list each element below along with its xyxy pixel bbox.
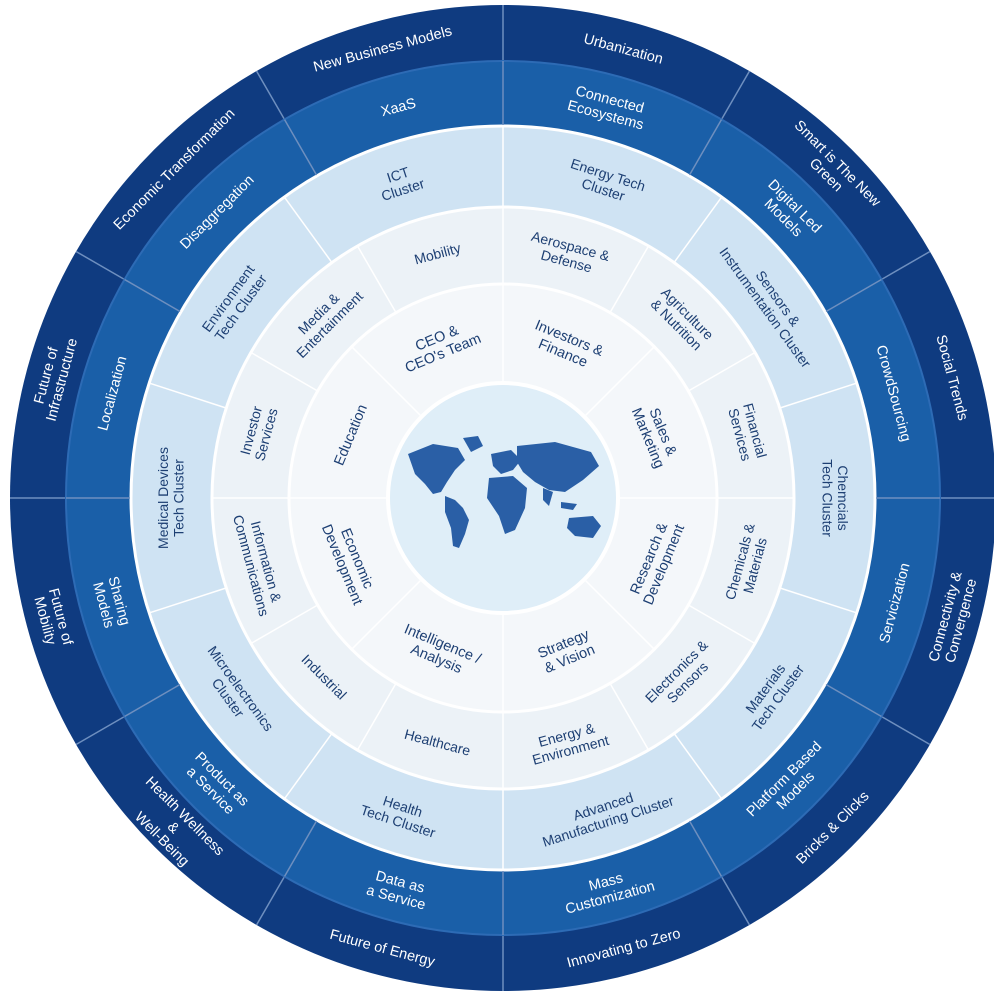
continent-shape	[543, 488, 553, 506]
continent-shape	[517, 442, 599, 492]
segment-divider	[255, 70, 285, 120]
segment-divider	[674, 196, 723, 263]
segment-divider	[255, 876, 285, 926]
segment-divider	[721, 70, 751, 120]
clusters-label: ChemcialsTech Cluster	[819, 459, 851, 537]
segment-divider	[674, 733, 723, 800]
segment-divider	[881, 716, 931, 746]
segment-divider	[148, 382, 226, 409]
segment-dividers	[10, 5, 994, 991]
segment-divider	[124, 683, 181, 718]
segment-divider	[75, 716, 125, 746]
segment-divider	[356, 683, 397, 751]
continent-shape	[561, 502, 577, 510]
segment-divider	[148, 587, 226, 614]
segment-divider	[881, 250, 931, 280]
segment-divider	[780, 382, 858, 409]
continent-shape	[567, 516, 601, 538]
segment-divider	[825, 278, 882, 313]
segment-divider	[356, 245, 397, 313]
segment-divider	[721, 876, 751, 926]
segment-divider	[283, 820, 318, 877]
segment-divider	[688, 119, 723, 176]
segment-divider	[250, 351, 318, 392]
segment-divider	[688, 604, 756, 645]
segment-divider	[75, 250, 125, 280]
segment-divider	[124, 278, 181, 313]
segment-divider	[283, 733, 332, 800]
segment-divider	[825, 683, 882, 718]
continent-shape	[491, 450, 521, 474]
segment-divider	[351, 580, 421, 650]
segment-divider	[609, 683, 650, 751]
continent-shape	[487, 476, 527, 534]
continent-shape	[445, 496, 469, 548]
segment-divider	[780, 587, 858, 614]
continent-shape	[463, 436, 483, 452]
world-map-icon	[408, 436, 601, 548]
segment-divider	[283, 119, 318, 176]
clusters-label: Medical DevicesTech Cluster	[155, 447, 187, 549]
segment-divider	[585, 346, 655, 416]
continent-shape	[408, 444, 465, 494]
outer-label: Future ofMobility	[29, 587, 75, 652]
segment-divider	[585, 580, 655, 650]
segment-divider	[609, 245, 650, 313]
segment-divider	[351, 346, 421, 416]
segment-divider	[688, 351, 756, 392]
segment-divider	[283, 196, 332, 263]
clusters-label: ICTCluster	[374, 160, 426, 204]
segment-divider	[688, 820, 723, 877]
segment-divider	[250, 604, 318, 645]
